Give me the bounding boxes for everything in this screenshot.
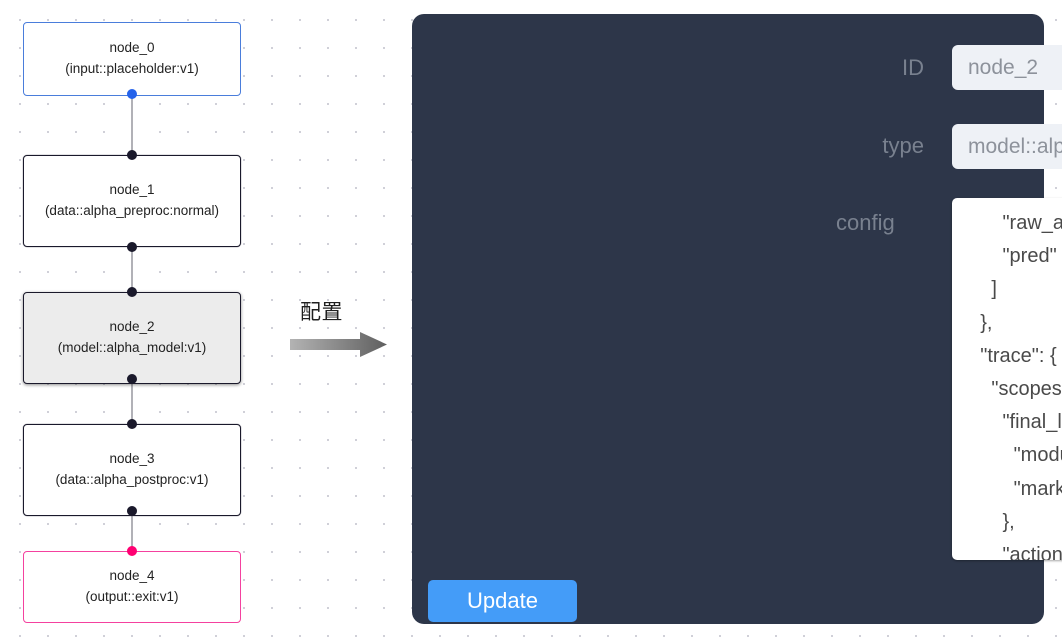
node-label: node_2 (model::alpha_model:v1): [57, 319, 207, 355]
node-handle-source-node_3[interactable]: [127, 506, 137, 516]
node-handle-source-node_1[interactable]: [127, 242, 137, 252]
edge-node0-node1[interactable]: [131, 94, 133, 160]
update-button[interactable]: Update: [428, 580, 577, 622]
config-editor[interactable]: "raw_action", "pred" ] }, "trace": { "sc…: [952, 198, 1062, 560]
type-field-label: type: [882, 133, 924, 158]
node-properties-panel: ID type config "raw_action", "pred" ] },…: [412, 14, 1062, 624]
edge-node3-node4[interactable]: [131, 511, 133, 551]
graph-node-node_1[interactable]: node_1 (data::alpha_preproc:normal): [23, 155, 241, 247]
node-handle-target-node_4[interactable]: [127, 546, 137, 556]
graph-node-node_4[interactable]: node_4 (output::exit:v1): [23, 551, 241, 623]
node-handle-source-node_2[interactable]: [127, 374, 137, 384]
annotation-arrow-group: 配置: [290, 296, 394, 360]
config-field-label: config: [836, 210, 895, 235]
node-label: node_0 (input::placeholder:v1): [65, 40, 199, 76]
node-handle-target-node_3[interactable]: [127, 419, 137, 429]
edge-node2-node3[interactable]: [131, 379, 133, 425]
node-handle-source-node_0[interactable]: [127, 89, 137, 99]
graph-node-node_3[interactable]: node_3 (data::alpha_postproc:v1): [23, 424, 241, 516]
node-label: node_4 (output::exit:v1): [85, 568, 179, 604]
graph-node-node_2[interactable]: node_2 (model::alpha_model:v1): [23, 292, 241, 384]
node-label: node_1 (data::alpha_preproc:normal): [44, 182, 220, 218]
id-input[interactable]: [952, 45, 1062, 90]
graph-node-node_0[interactable]: node_0 (input::placeholder:v1): [23, 22, 241, 96]
node-label: node_3 (data::alpha_postproc:v1): [55, 451, 209, 487]
node-handle-target-node_2[interactable]: [127, 287, 137, 297]
node-handle-target-node_1[interactable]: [127, 150, 137, 160]
config-textarea[interactable]: "raw_action", "pred" ] }, "trace": { "sc…: [952, 198, 1062, 560]
edge-node1-node2[interactable]: [131, 247, 133, 292]
annotation-caption: 配置: [300, 300, 343, 324]
type-input[interactable]: [952, 124, 1062, 169]
right-arrow-icon: [290, 332, 387, 357]
id-field-label: ID: [902, 55, 924, 80]
flow-graph[interactable]: node_0 (input::placeholder:v1) node_1 (d…: [0, 0, 400, 643]
